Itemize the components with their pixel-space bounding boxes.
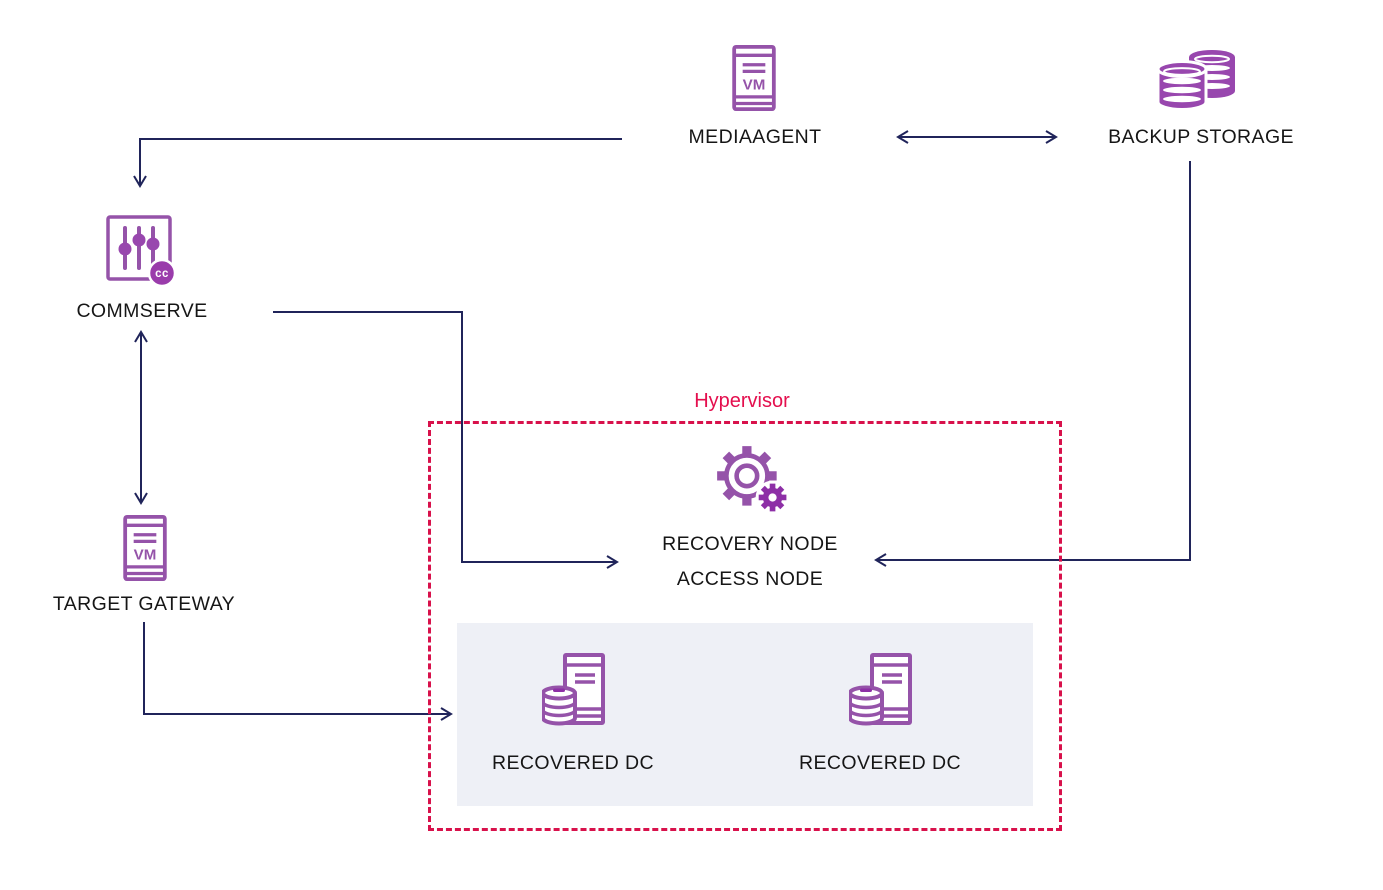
recovery-node-label: RECOVERY NODE ACCESS NODE: [662, 527, 838, 597]
recovered-dc-label: RECOVERED DC: [799, 752, 961, 774]
vm-server-icon: VM: [122, 514, 168, 587]
mediaagent-label: MEDIAAGENT: [688, 126, 822, 148]
connector-mediaagent-commserve: [133, 138, 622, 188]
cc-badge: cc: [147, 258, 177, 288]
control-panel-icon: cc: [103, 212, 179, 293]
recovery-node-label-line1: RECOVERY NODE: [662, 533, 838, 555]
recovery-node-label-line2: ACCESS NODE: [676, 568, 824, 590]
server-database-icon: [541, 652, 606, 735]
cc-badge-text: cc: [155, 268, 169, 280]
gears-icon: [712, 443, 790, 520]
commserve-label: COMMSERVE: [76, 300, 208, 322]
vm-icon-text: VM: [134, 546, 157, 563]
vm-icon-text: VM: [743, 76, 766, 93]
backup-storage-label: BACKUP STORAGE: [1108, 126, 1294, 148]
connector-targetgateway-dcpanel: [143, 622, 453, 721]
recovered-dc-label: RECOVERED DC: [492, 752, 654, 774]
storage-disks-icon: [1152, 47, 1244, 116]
hypervisor-group-label: Hypervisor: [694, 390, 790, 412]
server-database-icon: [848, 652, 913, 735]
target-gateway-label: TARGET GATEWAY: [52, 593, 236, 615]
vm-server-icon: VM: [731, 44, 777, 117]
hypervisor-group-box: [428, 421, 1062, 831]
